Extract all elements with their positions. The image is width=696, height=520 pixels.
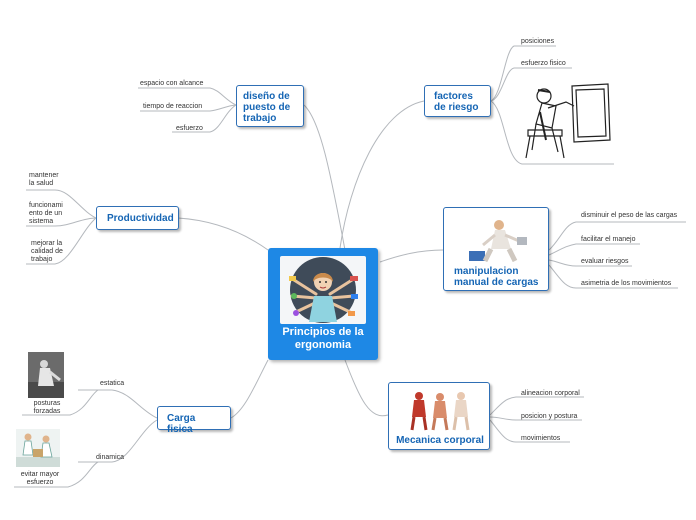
branch-label: manipulacion manual de cargas — [454, 266, 539, 288]
sub-esfuerzo[interactable]: esfuerzo — [176, 125, 203, 132]
branch-mecanica-corporal[interactable]: Mecanica corporal — [388, 382, 490, 450]
sub-espacio-alcance[interactable]: espacio con alcance — [140, 80, 204, 87]
branch-factores-riesgo[interactable]: factores de riesgo — [424, 85, 491, 117]
multitasking-person-icon — [280, 256, 366, 324]
branch-label: Productividad — [107, 213, 174, 224]
central-title: Principios de la ergonomia — [282, 326, 364, 351]
sub-alineacion-corporal[interactable]: alineacion corporal — [521, 390, 580, 397]
lifting-illustration-icon — [16, 429, 60, 467]
branch-diseno-puesto[interactable]: diseño de puesto de trabajo — [236, 85, 304, 127]
sub-movimientos[interactable]: movimientos — [521, 435, 561, 442]
sub-mantener-salud[interactable]: mantener la salud — [29, 172, 59, 187]
branch-productividad[interactable]: Productividad — [96, 206, 179, 230]
sub-facilitar-manejo[interactable]: facilitar el manejo — [581, 236, 636, 243]
branch-label: factores de riesgo — [434, 91, 479, 113]
central-topic[interactable]: Principios de la ergonomia — [268, 248, 378, 360]
sub-posiciones[interactable]: posiciones — [521, 38, 555, 45]
anatomy-figures-icon — [405, 389, 475, 431]
sub-posicion-postura[interactable]: posicion y postura — [521, 413, 578, 420]
caption-posturas-forzadas: posturas forzadas — [33, 400, 61, 415]
branch-manipulacion-cargas[interactable]: manipulacion manual de cargas — [443, 207, 549, 291]
sub-dinamica[interactable]: dinamica — [96, 454, 125, 461]
lifting-person-icon — [461, 215, 533, 263]
branch-label: Carga fisica — [167, 413, 196, 435]
sub-disminuir-peso[interactable]: disminuir el peso de las cargas — [581, 212, 678, 219]
branch-label: diseño de puesto de trabajo — [243, 91, 291, 124]
sub-tiempo-reaccion[interactable]: tiempo de reaccion — [143, 103, 203, 110]
sub-funcionamiento-sistema[interactable]: funcionamiento de un sistema — [29, 202, 63, 225]
posture-photo-icon — [28, 352, 64, 398]
branch-carga-fisica[interactable]: Carga fisica — [157, 406, 231, 435]
sub-evaluar-riesgos[interactable]: evaluar riesgos — [581, 258, 629, 265]
sub-esfuerzo-fisico[interactable]: esfuerzo fisico — [521, 60, 566, 67]
sub-asimetria-movimientos[interactable]: asimetria de los movimientos — [581, 280, 672, 287]
sub-estatica[interactable]: estatica — [100, 380, 125, 387]
branch-label: Mecanica corporal — [396, 435, 484, 446]
caption-evitar-esfuerzo: evitar mayor esfuerzo — [20, 471, 60, 486]
seated-worker-sketch-icon — [522, 80, 612, 162]
sub-mejorar-calidad[interactable]: mejorar la calidad de trabajo — [31, 240, 63, 263]
